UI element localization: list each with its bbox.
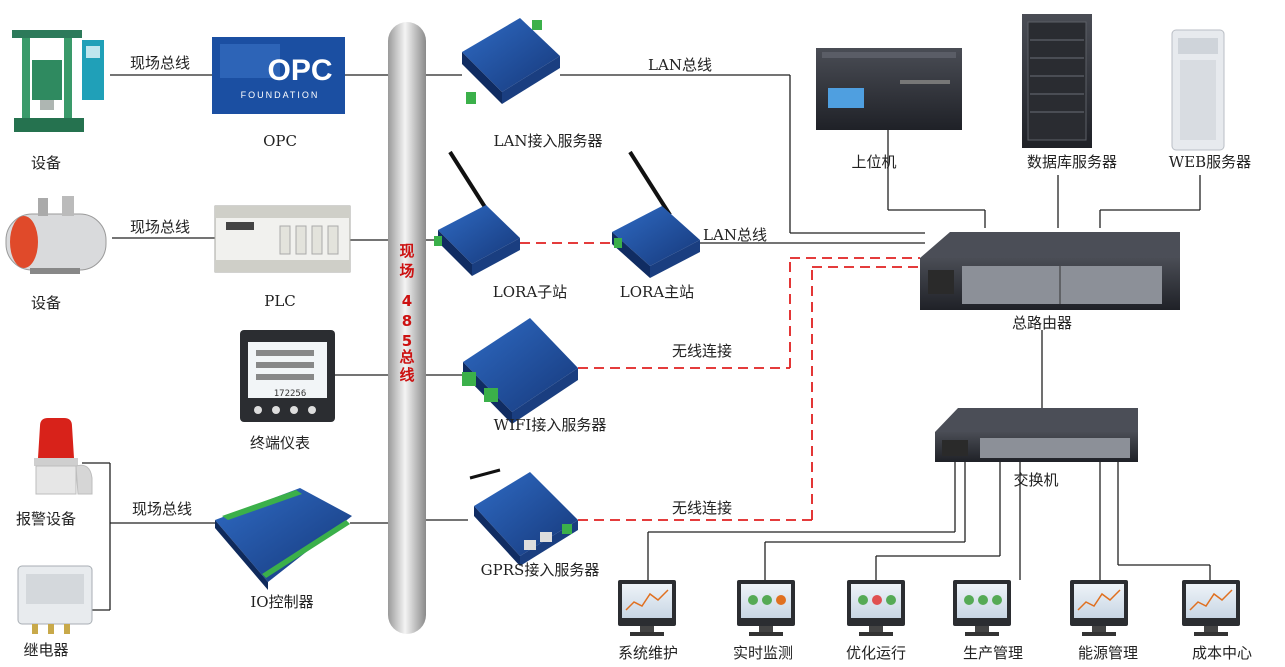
meter-reading: 172256: [274, 389, 307, 399]
equipment-label: 设备: [31, 154, 61, 172]
bus-char: 5: [402, 332, 412, 350]
terminal-monitor-icon: [1070, 580, 1128, 636]
switch-label: 交换机: [1013, 471, 1058, 489]
gprs-gateway-icon: [469, 468, 578, 566]
lora-master-gateway-icon: [612, 150, 700, 278]
bus-char: 8: [402, 312, 412, 330]
io-controller-icon: [215, 488, 352, 590]
bus-char: 4: [402, 292, 412, 310]
bus-char: 场: [399, 262, 414, 280]
lora-master-label: LORA主站: [620, 283, 694, 301]
lan-bus-label: LAN总线: [703, 226, 767, 244]
rs485-fieldbus: 现 场 4 8 5 总 线: [388, 22, 426, 634]
fieldbus-label: 现场总线: [132, 500, 192, 518]
terminal-label: 成本中心: [1192, 644, 1252, 662]
relay-icon: [17, 565, 93, 634]
terminal-label: 优化运行: [846, 644, 906, 662]
equipment-label: 设备: [31, 294, 61, 312]
bus-char: 现: [399, 242, 414, 260]
lora-slave-gateway-icon: [434, 150, 520, 276]
power-meter-icon: 172256: [240, 330, 335, 422]
lan-gateway-icon: [462, 18, 560, 104]
lan-bus-label: LAN总线: [648, 56, 712, 74]
fieldbus-label: 现场总线: [130, 54, 190, 72]
switch-icon: [935, 408, 1138, 462]
terminal-monitor-icon: [953, 580, 1011, 636]
hydraulic-press-icon: [12, 30, 104, 132]
web-server-icon: [1171, 29, 1225, 151]
host-computer-icon: [816, 48, 962, 130]
terminal-monitor-icon: [618, 580, 676, 636]
lan-server-label: LAN接入服务器: [494, 132, 603, 150]
connection-lines: [82, 74, 1211, 611]
link-labels: 现场总线 现场总线 现场总线 LAN总线 LAN总线 无线连接 无线连接: [130, 54, 767, 518]
opc-label: OPC: [263, 132, 297, 150]
opc-foundation-logo: OPC FOUNDATION: [212, 37, 345, 114]
terminal-label: 生产管理: [963, 644, 1023, 662]
wifi-gateway-icon: [462, 318, 578, 424]
opc-logo-text: OPC: [267, 54, 332, 87]
router-icon: [920, 232, 1180, 310]
relay-label: 继电器: [23, 641, 68, 659]
terminal-labels: 系统维护 实时监测 优化运行 生产管理 能源管理 成本中心: [618, 644, 1252, 662]
terminal-monitor-icon: [1182, 580, 1240, 636]
host-label: 上位机: [851, 153, 896, 171]
terminal-monitor-icon: [847, 580, 905, 636]
terminal-label: 实时监测: [733, 644, 793, 662]
io-label: IO控制器: [250, 593, 313, 611]
fieldbus-label: 现场总线: [130, 218, 190, 236]
terminal-monitor-icon: [737, 580, 795, 636]
device-labels: 设备 设备 报警设备 继电器 OPC PLC 终端仪表 IO控制器 LAN接入服…: [16, 132, 1251, 659]
bus-char: 总: [399, 348, 414, 366]
lora-slave-label: LORA子站: [493, 283, 567, 301]
plc-label: PLC: [264, 292, 296, 310]
wireless-lines: [520, 242, 920, 521]
wireless-label: 无线连接: [672, 499, 732, 517]
router-label: 总路由器: [1012, 314, 1072, 332]
meter-label: 终端仪表: [250, 434, 310, 452]
opc-logo-sub: FOUNDATION: [241, 90, 320, 100]
db-server-label: 数据库服务器: [1027, 153, 1117, 171]
plc-icon: [214, 205, 351, 273]
terminal-label: 能源管理: [1078, 644, 1138, 662]
web-server-label: WEB服务器: [1169, 153, 1251, 171]
wifi-server-label: WIFI接入服务器: [494, 416, 607, 434]
wireless-label: 无线连接: [672, 342, 732, 360]
boiler-icon: [5, 196, 107, 274]
bus-char: 线: [399, 366, 414, 384]
alarm-light-icon: [34, 418, 93, 495]
database-server-icon: [1022, 14, 1092, 148]
alarm-label: 报警设备: [16, 510, 76, 528]
terminal-label: 系统维护: [618, 644, 678, 662]
gprs-server-label: GPRS接入服务器: [481, 561, 600, 579]
